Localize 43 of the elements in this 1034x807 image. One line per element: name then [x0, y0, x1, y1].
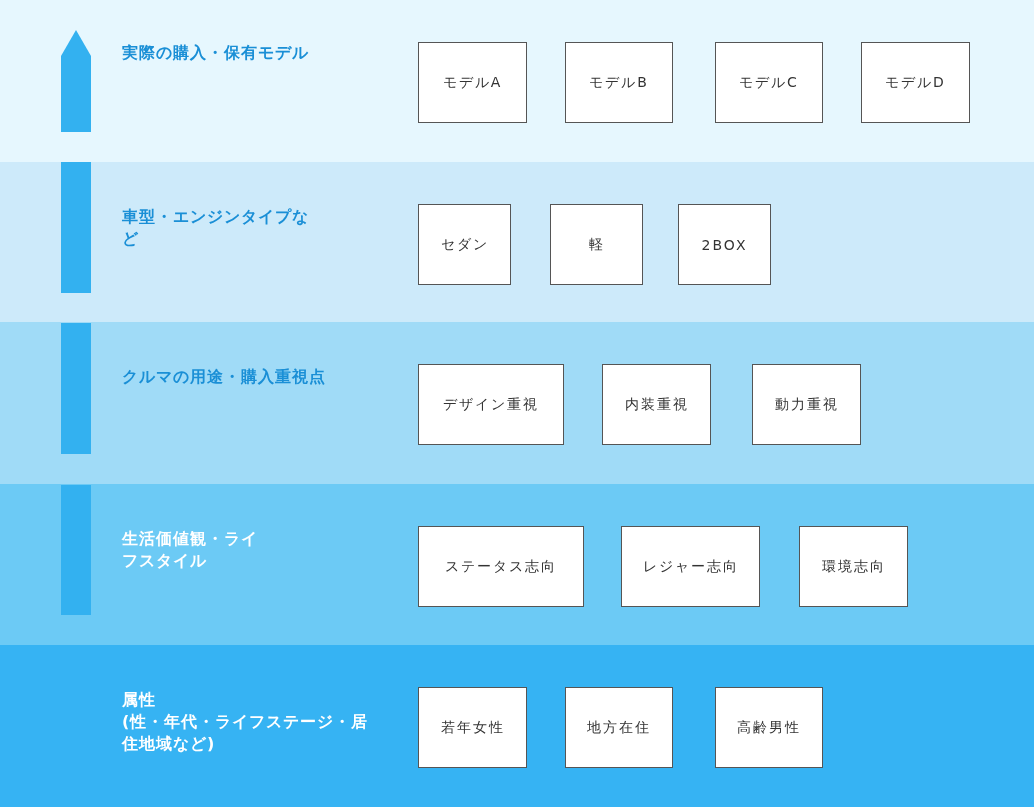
category-label: 高齢男性	[737, 718, 801, 737]
category-label: 若年女性	[440, 718, 505, 737]
category-box	[418, 364, 564, 445]
layer-band	[0, 322, 1034, 484]
category-label: モデルD	[885, 73, 946, 92]
category-box	[418, 687, 527, 768]
category-box	[678, 204, 771, 285]
layer-band	[0, 162, 1034, 322]
category-box	[418, 42, 527, 123]
category-box	[799, 526, 908, 607]
category-box	[602, 364, 711, 445]
layer-heading: (性・年代・ライフステージ・居住地域など)	[122, 711, 370, 755]
category-label: デザイン重視	[443, 395, 539, 414]
category-label: 軽	[588, 235, 605, 254]
category-box	[565, 42, 673, 123]
category-box	[550, 204, 643, 285]
category-box	[418, 526, 584, 607]
layer-heading: クルマの用途・購入重視点	[122, 366, 327, 388]
category-box	[861, 42, 970, 123]
category-label: モデルA	[442, 73, 503, 92]
category-box	[565, 687, 673, 768]
category-label: モデルB	[589, 73, 649, 92]
category-box	[418, 204, 511, 285]
category-box	[715, 42, 823, 123]
category-label: 地方在住	[587, 718, 651, 737]
category-label: 動力重視	[774, 395, 839, 414]
category-label: モデルC	[739, 73, 799, 92]
category-label: ステータス志向	[445, 557, 557, 576]
category-box	[715, 687, 823, 768]
layer-band	[0, 484, 1034, 645]
layer-heading: 生活価値観・ライフスタイル	[122, 528, 259, 572]
category-label: 2BOX	[701, 236, 748, 253]
category-label: レジャー志向	[642, 557, 739, 576]
category-label: 環境志向	[821, 557, 886, 576]
category-label: セダン	[440, 235, 489, 254]
layer-heading: 実際の購入・保有モデル	[122, 42, 310, 64]
layer-band	[0, 0, 1034, 162]
layer-band	[0, 645, 1034, 807]
category-label: 内装重視	[624, 395, 689, 414]
layer-heading: 属性	[122, 689, 157, 711]
category-box	[621, 526, 760, 607]
layer-heading: 車型・エンジンタイプなど	[122, 206, 310, 250]
category-box	[752, 364, 861, 445]
